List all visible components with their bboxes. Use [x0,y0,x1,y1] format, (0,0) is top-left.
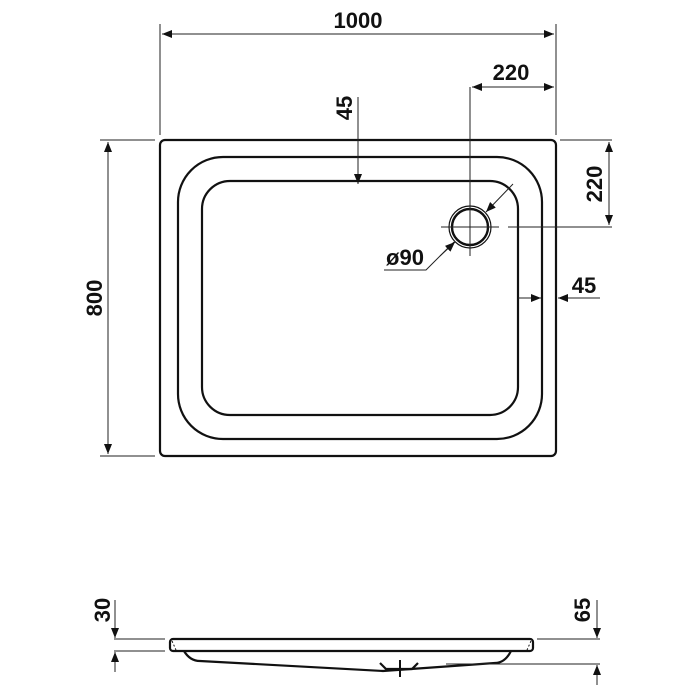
drain-icon [441,198,499,256]
side-view [168,637,535,677]
dimension-drain-y: 220 [508,139,613,228]
tray-basin-line [200,179,520,417]
rim-right-label: 45 [572,273,596,298]
dimension-rim-top: 45 [332,96,362,184]
tray-rim-line [176,155,544,441]
total-height-label: 65 [570,598,595,622]
drain-x-label: 220 [493,60,530,85]
tray-outer-edge [158,138,558,458]
tray-side-rim [168,637,535,653]
depth-label: 800 [82,280,107,317]
tray-side-basin [183,650,512,673]
dimension-rim-height: 30 [90,598,165,672]
drain-diameter-label: ø90 [386,245,424,270]
drain-y-label: 220 [582,166,607,203]
dimension-rim-right: 45 [518,273,600,302]
width-label: 1000 [334,8,383,33]
dimension-width: 1000 [159,8,557,135]
rim-height-label: 30 [90,598,115,622]
dimension-depth: 800 [82,139,155,457]
dimension-drain-x: 220 [469,60,554,198]
plan-view [158,138,558,458]
dimension-total-height: 65 [446,598,601,685]
dimension-drain-diameter: ø90 [384,183,514,271]
rim-top-label: 45 [332,96,357,120]
